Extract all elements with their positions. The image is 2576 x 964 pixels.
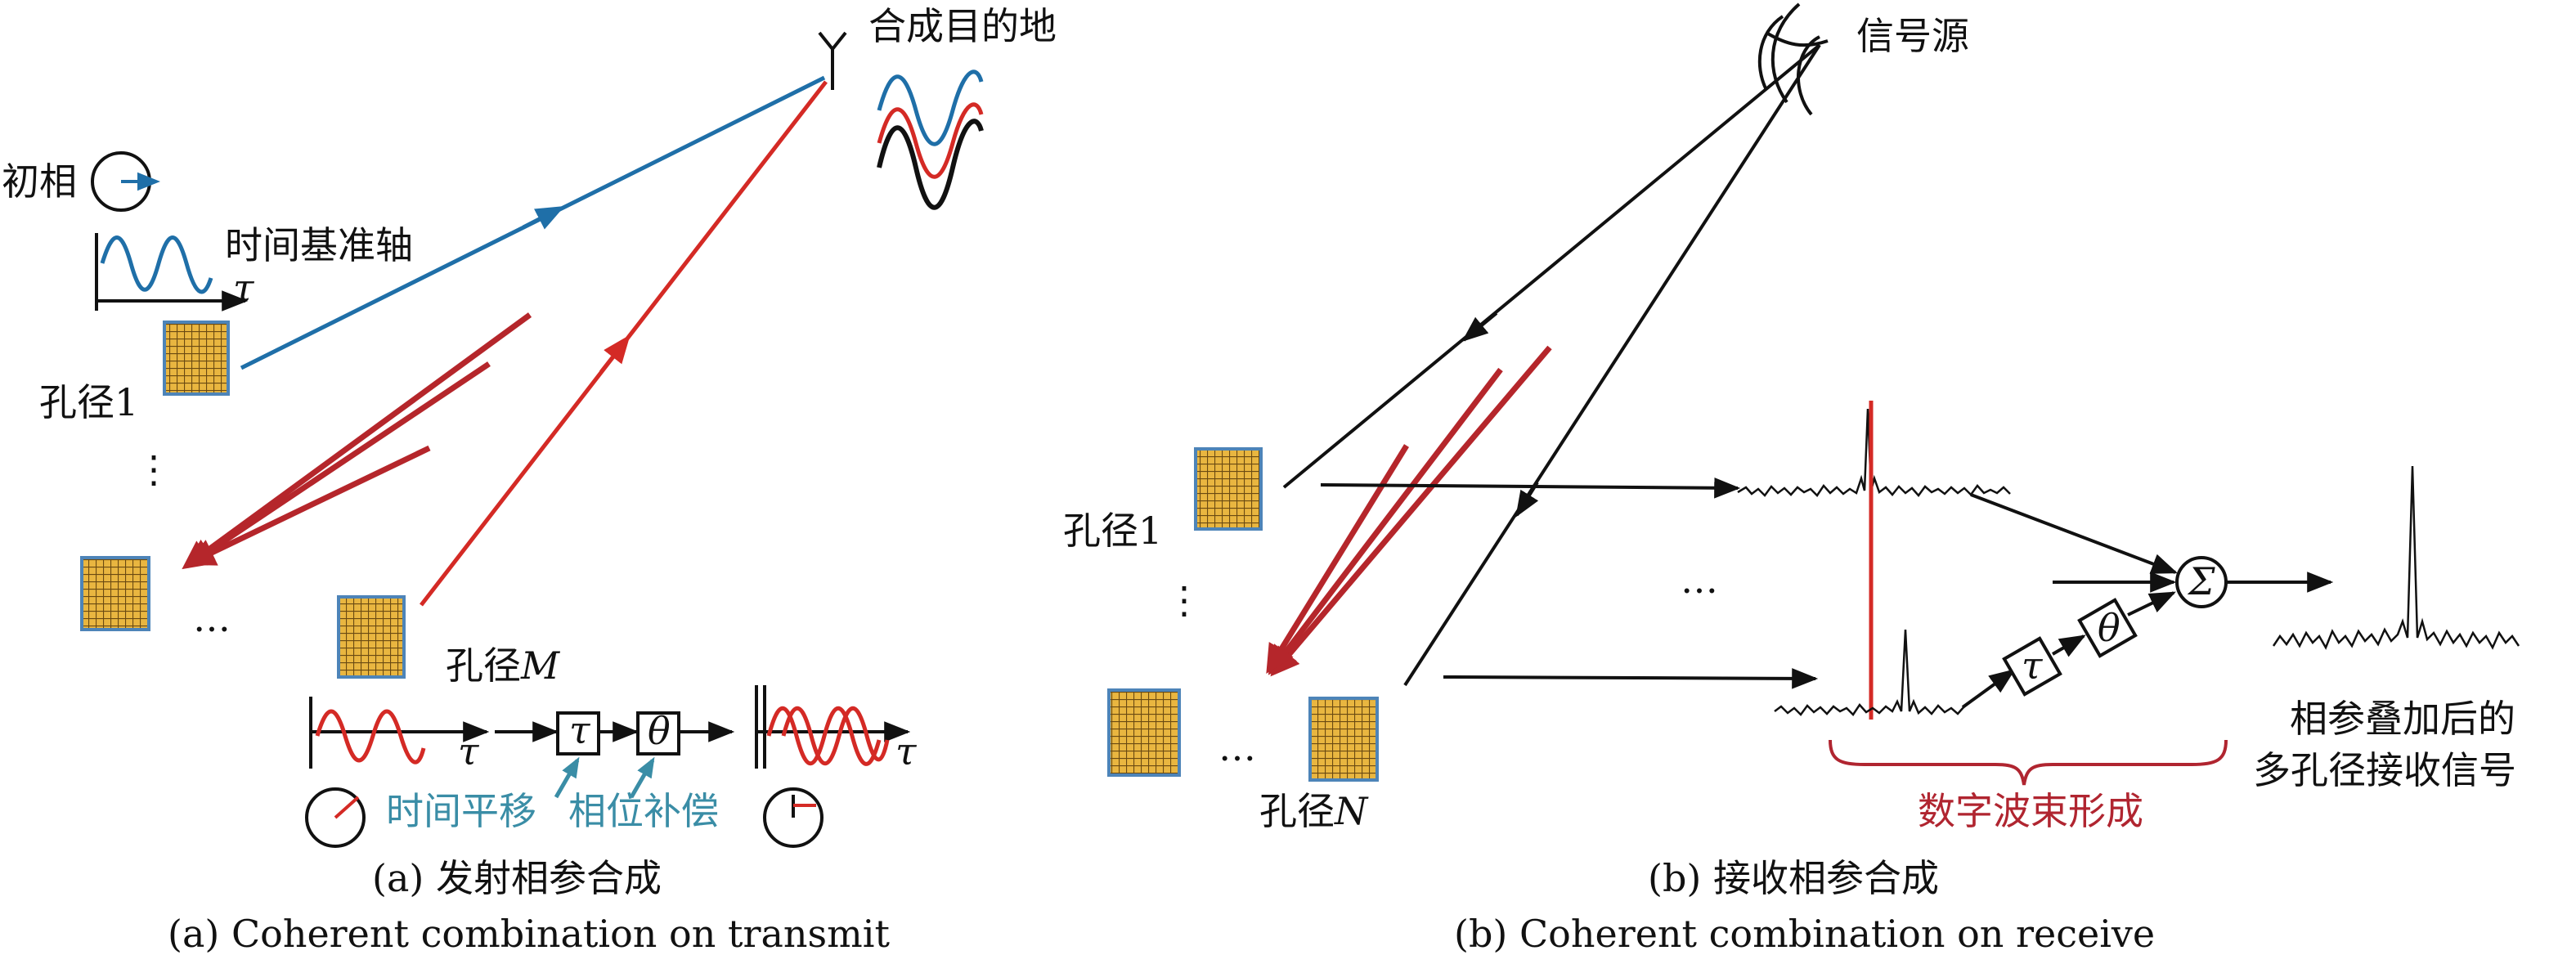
tau-delay-box [556,711,600,756]
theta-phase-box [636,711,680,756]
target-label: 合成目的地 [868,4,1057,48]
tau-box-symbol: τ [569,708,591,752]
phase-comp-label: 相位补偿 [568,789,719,833]
result-label-line1: 相参叠加后的 [2290,697,2515,741]
rx-aperture-lower-left-panel [1107,688,1181,777]
rx-chain-arrow-2 [2051,634,2086,657]
caption-a-en: (a) Coherent combination on transmit [168,912,890,956]
rx-aperture-n-label: 孔径N [1259,789,1369,833]
caption-b-en: (b) Coherent combination on receive [1454,912,2155,956]
aperture-1-panel [163,321,230,396]
result-label-line2: 多孔径接收信号 [2253,748,2516,792]
time-axis-label: 时间基准轴 [225,223,413,267]
rx-arrow-aperture-n [1443,668,1819,689]
rx-horizontal-dots-low: … [1218,725,1256,769]
phase-comp-pointer [629,756,655,799]
incoming-ray-1-arrow [1461,312,1498,343]
rx-aperture-1-panel [1194,447,1263,531]
vertical-dots: ⋮ [135,447,173,491]
combined-output-trace [2272,465,2520,650]
rx-aperture-n-panel [1308,697,1379,782]
rx-arrow-aperture-1 [1320,477,1741,499]
aperture-m-label: 孔径M [446,643,561,688]
aperture-m-signal-axis [309,697,490,769]
rx-aperture-1-label: 孔径1 [1063,509,1162,553]
aperture-1-label: 孔径1 [39,380,138,424]
theta-box-symbol: θ [648,709,671,753]
rx-tau-symbol: τ [2022,643,2044,688]
compensated-signal-axis [755,685,911,769]
dbf-label: 数字波束形成 [1918,789,2143,833]
time-reference-axis [95,233,249,312]
target-antenna-icon [818,31,847,90]
phase-dial-left-icon [305,787,366,848]
red-path-arrow [599,334,631,374]
red-path [420,80,828,607]
target-waveforms [877,69,984,210]
rx-horizontal-dots-mid: … [1681,558,1718,602]
caption-b-cn: (b) 接收相参合成 [1648,856,1939,900]
incoming-ray-1 [1282,43,1821,489]
rx-tau-box [2002,636,2062,697]
tau-axis-label-comp: τ [895,729,918,773]
signal-source-label: 信号源 [1856,14,1969,58]
rx-signal-1-trace [1737,408,2011,497]
rx-sum-input-1 [1970,493,2178,574]
rx-theta-symbol: θ [2098,606,2120,650]
blue-path-arrow [522,205,565,230]
tau-axis-label: τ [233,266,255,310]
sum-symbol: Σ [2187,559,2215,603]
time-shift-label: 时间平移 [386,789,536,833]
dbf-brace [1829,739,2228,786]
horizontal-dots: … [193,596,231,640]
initial-phase-label: 初相 [2,159,77,204]
incoming-ray-2 [1403,43,1821,687]
tau-axis-label-m: τ [458,729,480,773]
rx-chain-arrow-3 [2127,591,2176,617]
rx-signal-n-trace [1774,629,1965,716]
transmit-beam-arrows [182,312,532,570]
receive-beam-arrows [1266,345,1552,677]
aperture-lower-left-panel [80,556,150,631]
rx-chain-arrow-1 [1961,669,2016,709]
initial-phase-dial-icon [91,151,160,212]
caption-a-cn: (a) 发射相参合成 [372,856,662,900]
rx-theta-box [2077,598,2138,658]
time-shift-pointer [554,756,580,799]
aperture-m-panel [337,595,406,679]
phase-dial-right-icon [763,787,824,848]
rx-vertical-dots: ⋮ [1165,578,1203,622]
signal-source-icon [1757,2,1829,116]
